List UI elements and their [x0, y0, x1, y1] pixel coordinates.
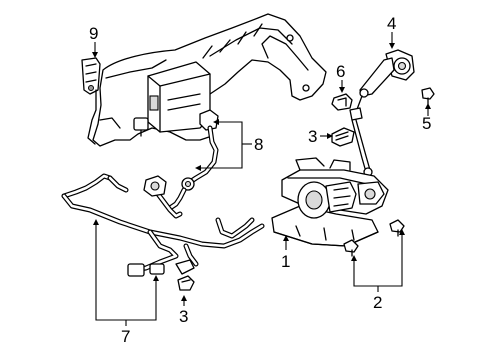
callout-2: 2: [373, 293, 382, 312]
callout-6: 6: [336, 62, 345, 81]
callout-7: 7: [121, 327, 130, 346]
callout-5: 5: [422, 114, 431, 133]
isolator-part-3-upper: [331, 127, 355, 147]
callout-3-upper: 3: [308, 127, 317, 146]
callout-3-lower: 3: [179, 307, 188, 326]
callout-9: 9: [89, 24, 98, 43]
isolator-part-3-lower: [177, 275, 195, 291]
air-line-part-8: [143, 109, 219, 219]
callout-1: 1: [281, 252, 290, 271]
clip-part-6: [331, 93, 353, 111]
leader-lines: [92, 32, 431, 326]
bracket-part-9: [81, 57, 101, 145]
height-sensor-part-4: [349, 49, 415, 177]
callout-8: 8: [254, 135, 263, 154]
wiring-harness-part-7: [61, 173, 265, 277]
callout-4: 4: [387, 14, 396, 33]
compressor-part-1: [271, 157, 389, 247]
air-reservoir-tank: [133, 61, 211, 137]
bolt-part-5: [421, 87, 435, 105]
callout-labels: 9 4 6 5 3 8 1 2 3 7: [89, 14, 431, 346]
